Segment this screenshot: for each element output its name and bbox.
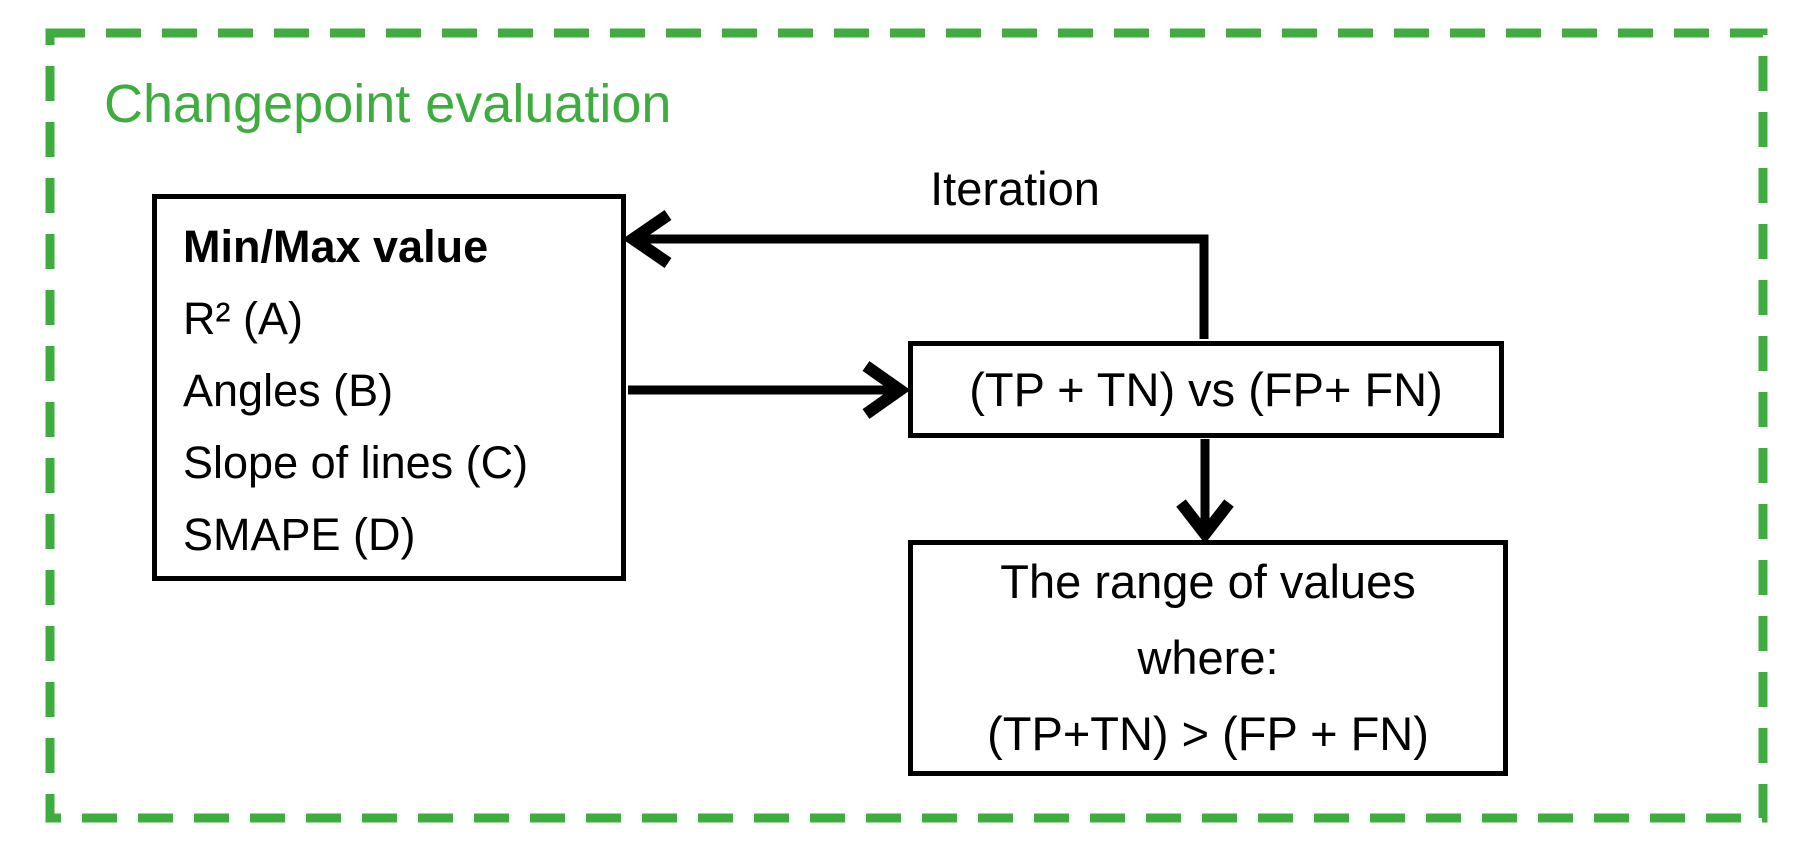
criteria-item-r2: R² (A) <box>183 293 303 344</box>
evaluation-boundary-frame <box>45 28 1768 823</box>
comparison-box: (TP + TN) vs (FP+ FN) <box>908 341 1504 438</box>
range-text-line3: (TP+TN) > (FP + FN) <box>987 707 1429 760</box>
criteria-box: Min/Max value R² (A) Angles (B) Slope of… <box>152 194 626 581</box>
range-box: The range of values where: (TP+TN) > (FP… <box>908 540 1508 776</box>
criteria-item-angles: Angles (B) <box>183 365 394 416</box>
range-text-line2: where: <box>1137 631 1279 684</box>
criteria-item-smape: SMAPE (D) <box>183 509 416 560</box>
comparison-to-range-arrowhead-icon <box>1176 499 1234 544</box>
iteration-arrowhead-left-icon <box>622 210 672 268</box>
criteria-to-comparison-arrowhead-icon <box>862 361 911 419</box>
range-text-line1: The range of values <box>1000 555 1416 608</box>
iteration-label: Iteration <box>930 162 1100 215</box>
criteria-item-slope: Slope of lines (C) <box>183 437 529 488</box>
iteration-feedback-line <box>634 234 1209 339</box>
criteria-item-minmax: Min/Max value <box>183 221 489 272</box>
comparison-text: (TP + TN) vs (FP+ FN) <box>969 363 1443 416</box>
diagram-title: Changepoint evaluation <box>104 74 672 134</box>
